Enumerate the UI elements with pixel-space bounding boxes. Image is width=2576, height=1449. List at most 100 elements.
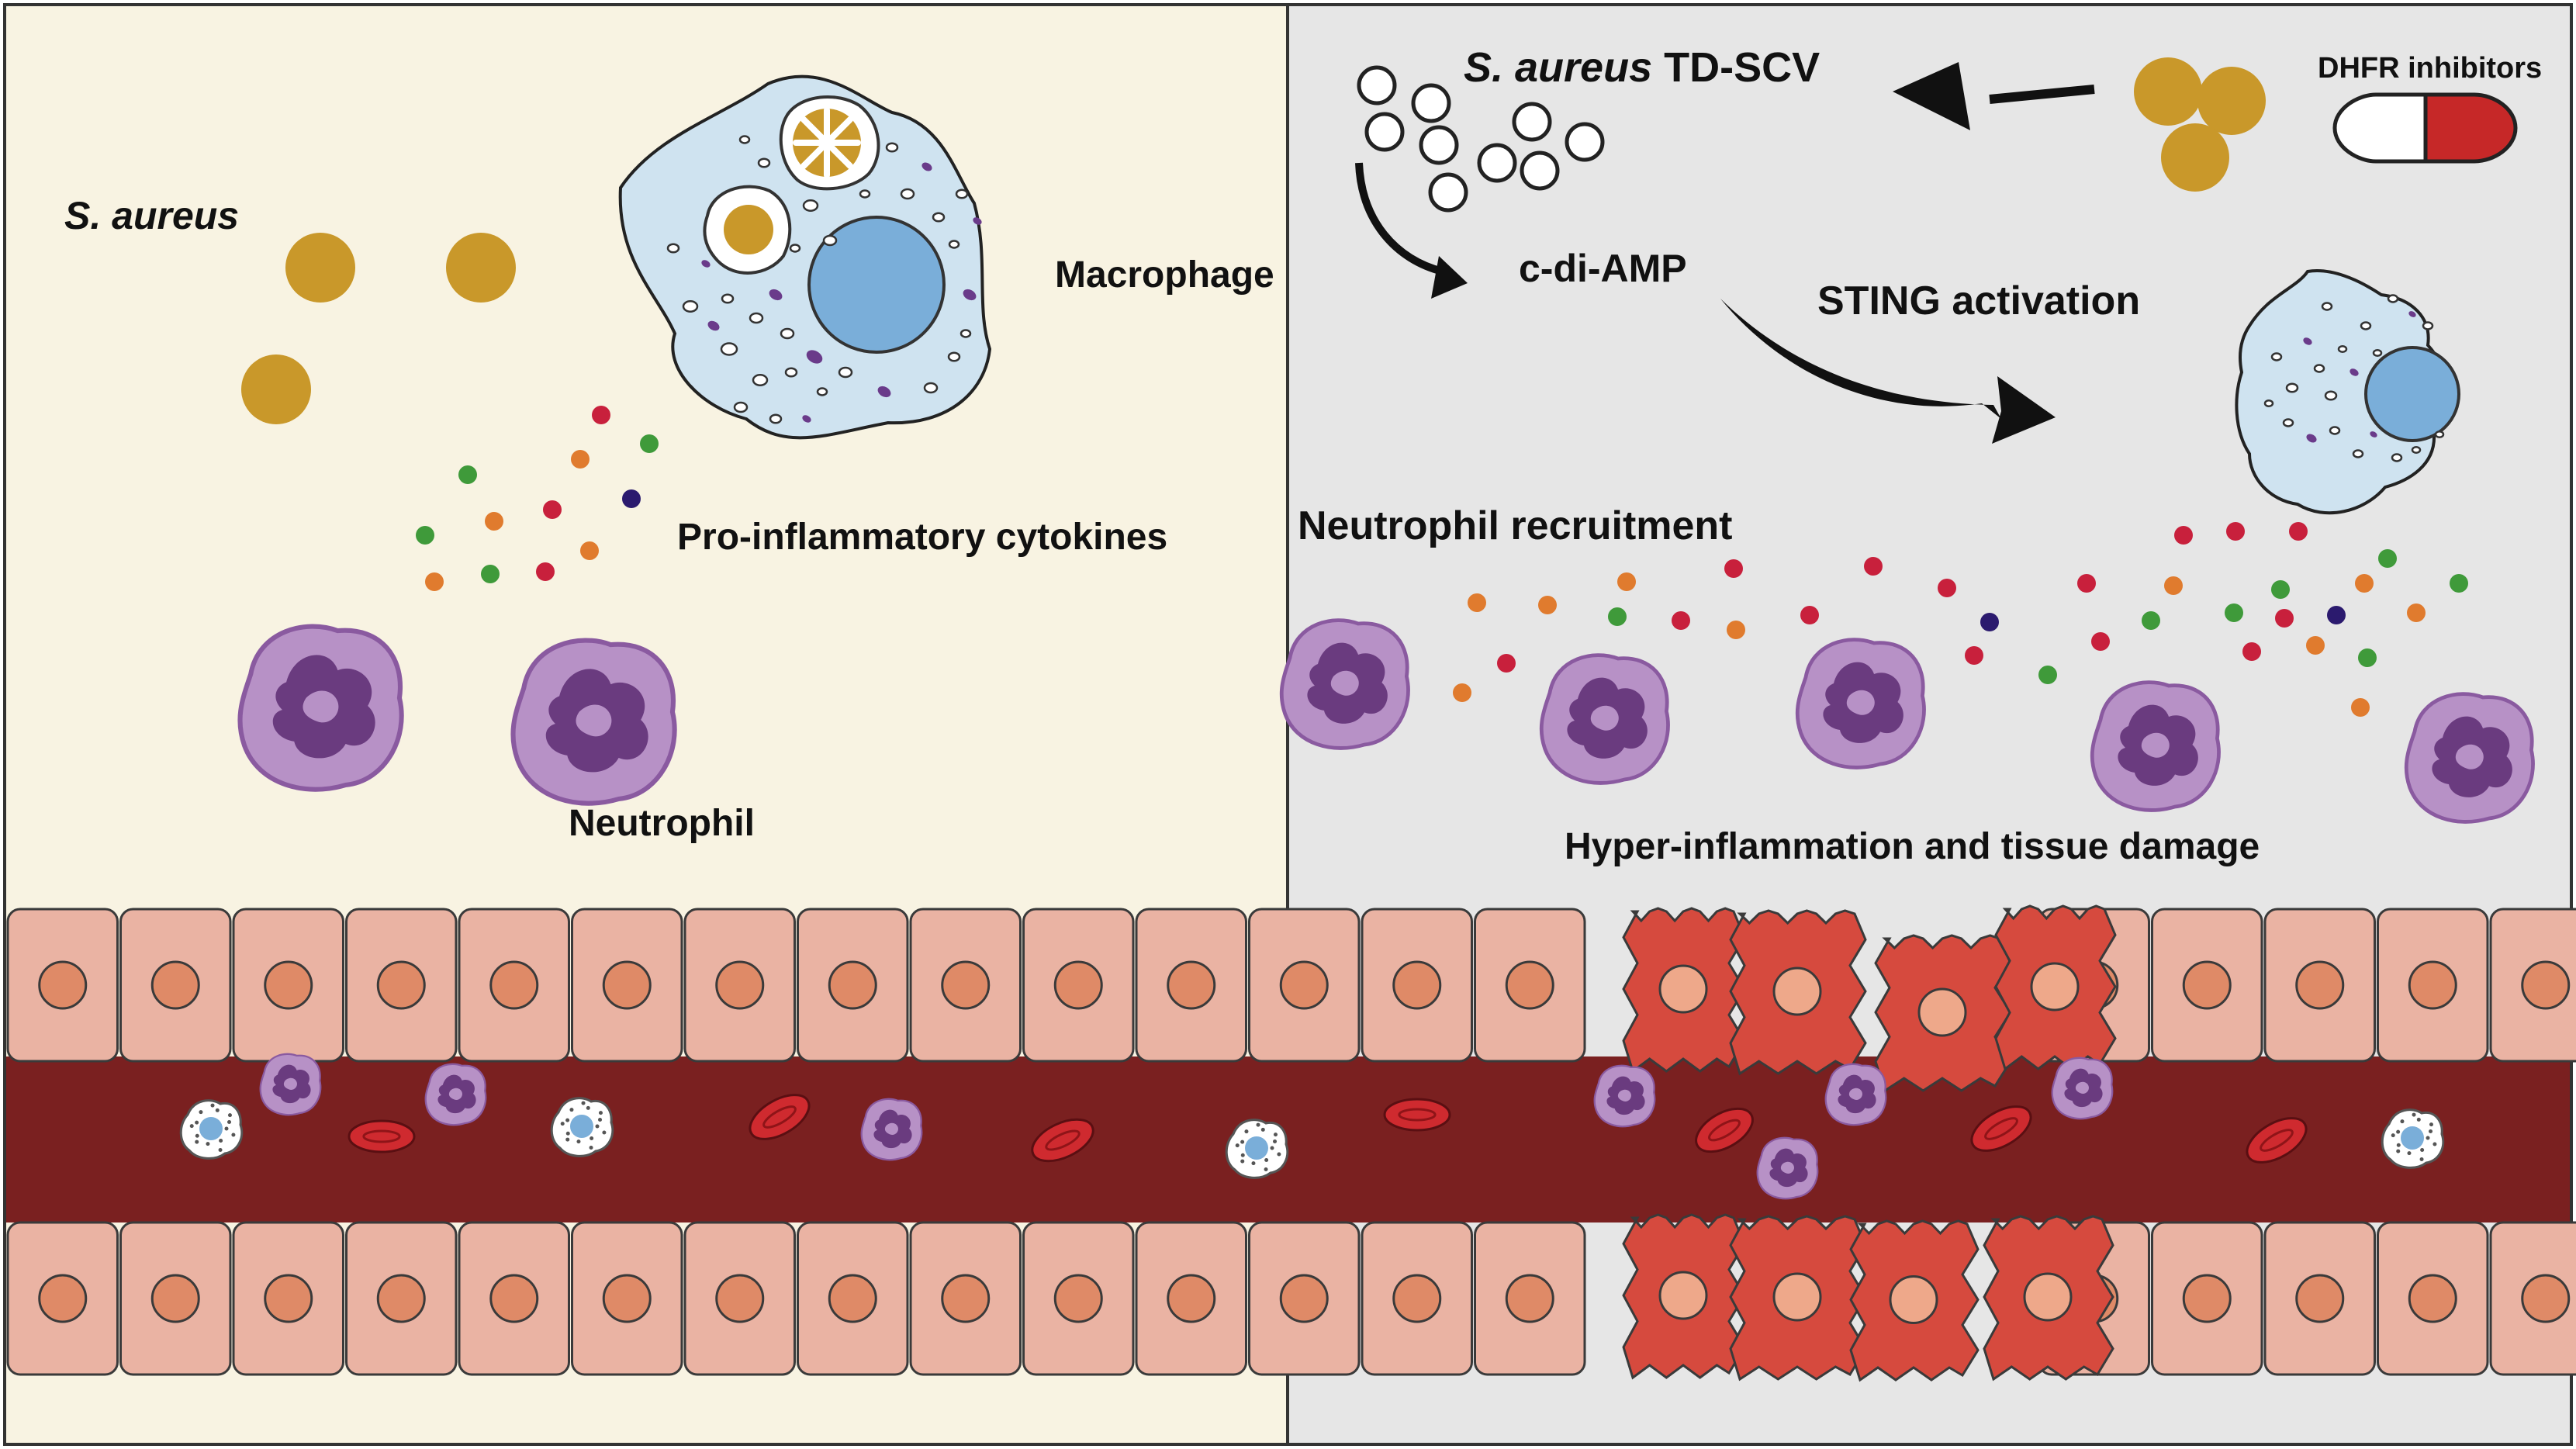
macrophage-granule [2396,1143,2401,1147]
macrophage-granule [227,1113,232,1118]
macrophage-vesicle [749,312,764,324]
cytokine [2091,632,2110,651]
td-scv-suffix: TD-SCV [1652,44,1820,91]
arrow-dhfr-to-td-scv [1893,62,2095,130]
macrophage-granule [1240,1139,1245,1144]
epithelial-layer-bottom [6,1221,2576,1376]
cytokine [416,526,434,545]
cytokine [543,500,562,519]
neutrophil-body [1795,638,1926,769]
curved-arrow-icon [1355,162,1468,299]
macrophage-granule [2433,1142,2437,1146]
red-blood-cell [348,1119,416,1153]
macrophage-granule [590,1136,594,1141]
neutrophil-nucleus [1823,662,1903,743]
damaged-epithelial-nucleus [1772,967,1822,1016]
cytokine [1617,572,1636,591]
cytokine [1800,606,1819,624]
epithelial-nucleus [2408,1274,2457,1323]
epithelial-nucleus [1053,960,1103,1010]
cytokine [1497,654,1516,673]
cytokine [2378,549,2397,568]
neutrophil-body [2051,1056,2114,1120]
neutrophil-icon [1279,618,1410,750]
macrophage-granule [1270,1146,1274,1150]
td-scv-bacterium [1364,112,1405,152]
macrophage-granule [2396,1129,2401,1134]
macrophage-vesicle [885,142,899,153]
macrophage-granule [963,289,977,301]
macrophage-granule [589,1145,593,1150]
macrophage-granule [1273,1139,1278,1144]
neutrophil-icon [510,638,677,806]
neutrophil-body [424,1063,487,1126]
neutrophils [237,618,2535,824]
neutrophil-icon [2404,692,2535,824]
macrophage-vesicle [721,293,735,304]
red-blood-cell [1695,1107,1754,1153]
epithelial-nucleus [264,1274,313,1323]
neutrophil-nucleus [1838,1074,1876,1114]
cytokine [2142,611,2160,630]
macrophage-granule [189,1124,194,1129]
macrophage-granule [707,320,720,331]
macrophage-granule [598,1118,603,1122]
macrophage-granule [2408,311,2416,317]
bacterium [241,354,311,424]
neutrophil-body [1539,653,1670,785]
epithelial-nucleus [2521,1274,2571,1323]
macrophage-vesicle [720,342,738,356]
epithelial-nucleus [1505,1274,1554,1323]
macrophage-granule [769,289,783,301]
epithelial-nucleus [828,1274,877,1323]
damaged-epithelial-nucleus [1889,1275,1938,1324]
neutrophil-nucleus [437,1074,476,1114]
macrophage-granule [2306,434,2317,443]
macrophage-nucleus [199,1117,223,1140]
vessel-cells [179,1053,2445,1200]
cytokine [2174,526,2193,545]
neutrophil-nucleus [1307,642,1388,724]
cytokine [2226,522,2245,541]
macrophage-granule [569,1108,574,1112]
neutrophil-icon [424,1063,487,1126]
epithelial-nucleus [602,960,652,1010]
cytokine [1965,646,1983,665]
neutrophil-icon [2051,1056,2114,1120]
macrophage-icon [179,1099,244,1160]
neutrophil-icon [1795,638,1926,769]
cytokine [1608,607,1627,626]
macrophage-vesicle [2352,449,2364,458]
red-blood-cell-icon [749,1094,811,1140]
cytokine [1980,613,1999,631]
macrophage-granule [218,1147,223,1152]
macrophage-granule [2419,1157,2424,1161]
neutrophil-nucleus [2064,1068,2103,1108]
macrophage-granule [1235,1143,1240,1148]
macrophage-granule [195,1139,199,1144]
macrophage-vesicle [960,329,972,338]
macrophage-vesicle [784,367,798,378]
macrophage-granule [1240,1153,1245,1157]
neutrophil-nucleus [2118,704,2198,786]
macrophage-vesicle [923,382,939,394]
macrophage-vesicle [932,212,946,223]
macrophage-granule [701,260,711,268]
bacteria-cluster-icon [2134,57,2266,192]
td-scv-bacterium [1512,102,1552,142]
td-scv-bacterium [1520,150,1560,191]
red-blood-cell-center [362,1129,401,1143]
macrophage-vesicle [769,413,783,424]
cytokine [458,465,477,484]
macrophage-icon [618,74,992,440]
macrophage-granule [1264,1158,1269,1163]
macrophage-icon [1225,1119,1289,1179]
macrophage-granule [219,1139,223,1143]
red-blood-cell-icon [1383,1098,1451,1132]
neutrophil-icon [1824,1063,1887,1126]
macrophage-granule [2420,1148,2425,1153]
cytokine [1453,683,1471,702]
cytokine [1672,611,1690,630]
macrophage-granule [195,1133,199,1138]
macrophage-nucleus [1245,1136,1268,1160]
